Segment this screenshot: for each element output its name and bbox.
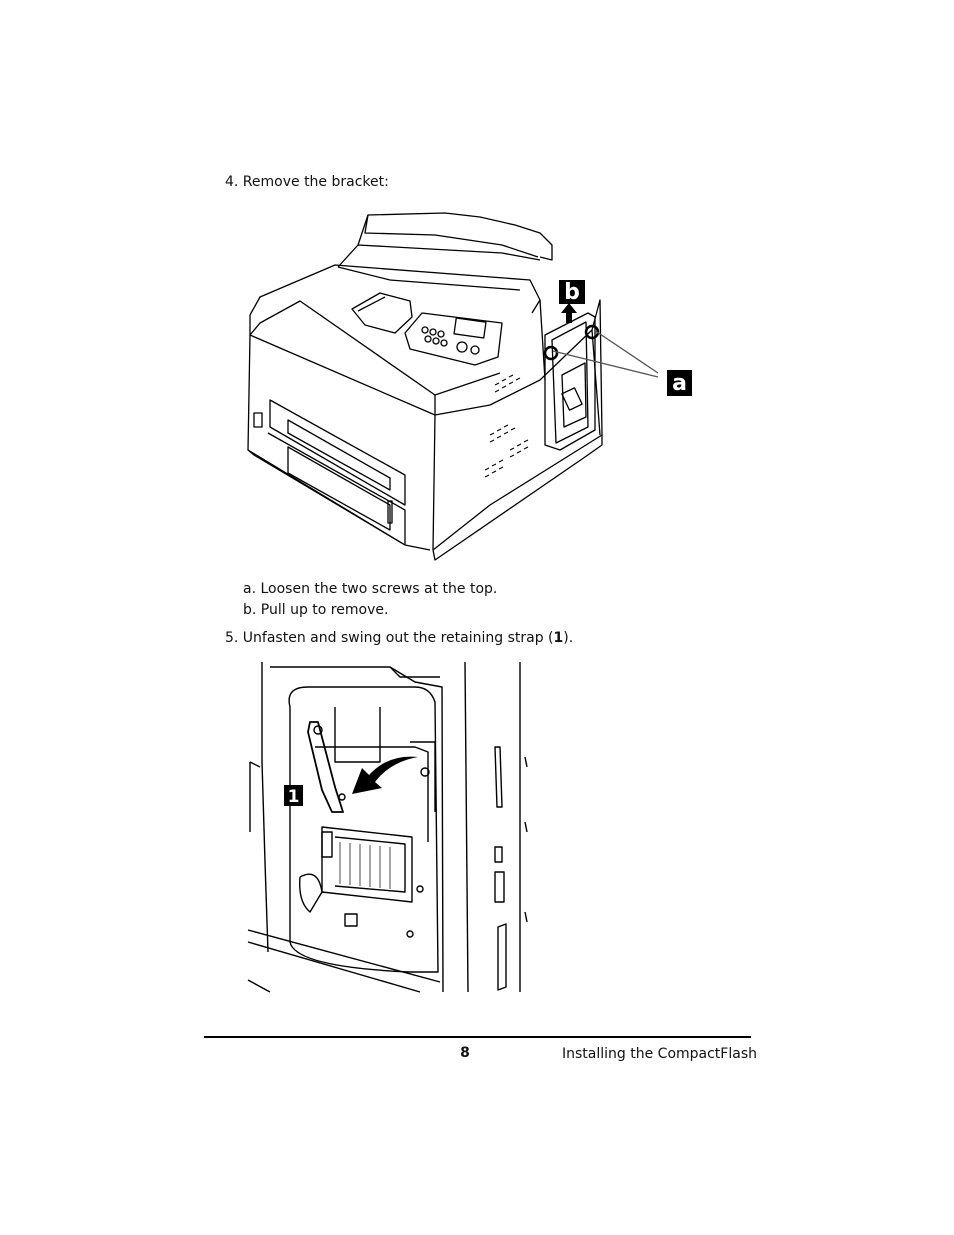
step-5-callout-number: 1: [553, 630, 564, 646]
footer-section-title: Installing the CompactFlash: [562, 1046, 757, 1062]
printer-bracket-illustration: b a: [247, 212, 692, 561]
callout-1-label: 1: [288, 787, 300, 807]
callout-a-label: a: [672, 371, 687, 396]
step-4-instruction: 4. Remove the bracket:: [225, 174, 389, 190]
callout-b-label: b: [564, 280, 580, 305]
substep-a: a. Loosen the two screws at the top.: [243, 581, 498, 597]
step-5-instruction: 5. Unfasten and swing out the retaining …: [225, 629, 573, 647]
page-number: 8: [460, 1045, 470, 1061]
substep-b: b. Pull up to remove.: [243, 602, 389, 618]
footer-divider: [204, 1036, 751, 1038]
retaining-strap-illustration: 1: [247, 662, 528, 993]
step-5-text: 5. Unfasten and swing out the retaining …: [225, 630, 554, 646]
step-5-text-end: ).: [563, 630, 574, 646]
